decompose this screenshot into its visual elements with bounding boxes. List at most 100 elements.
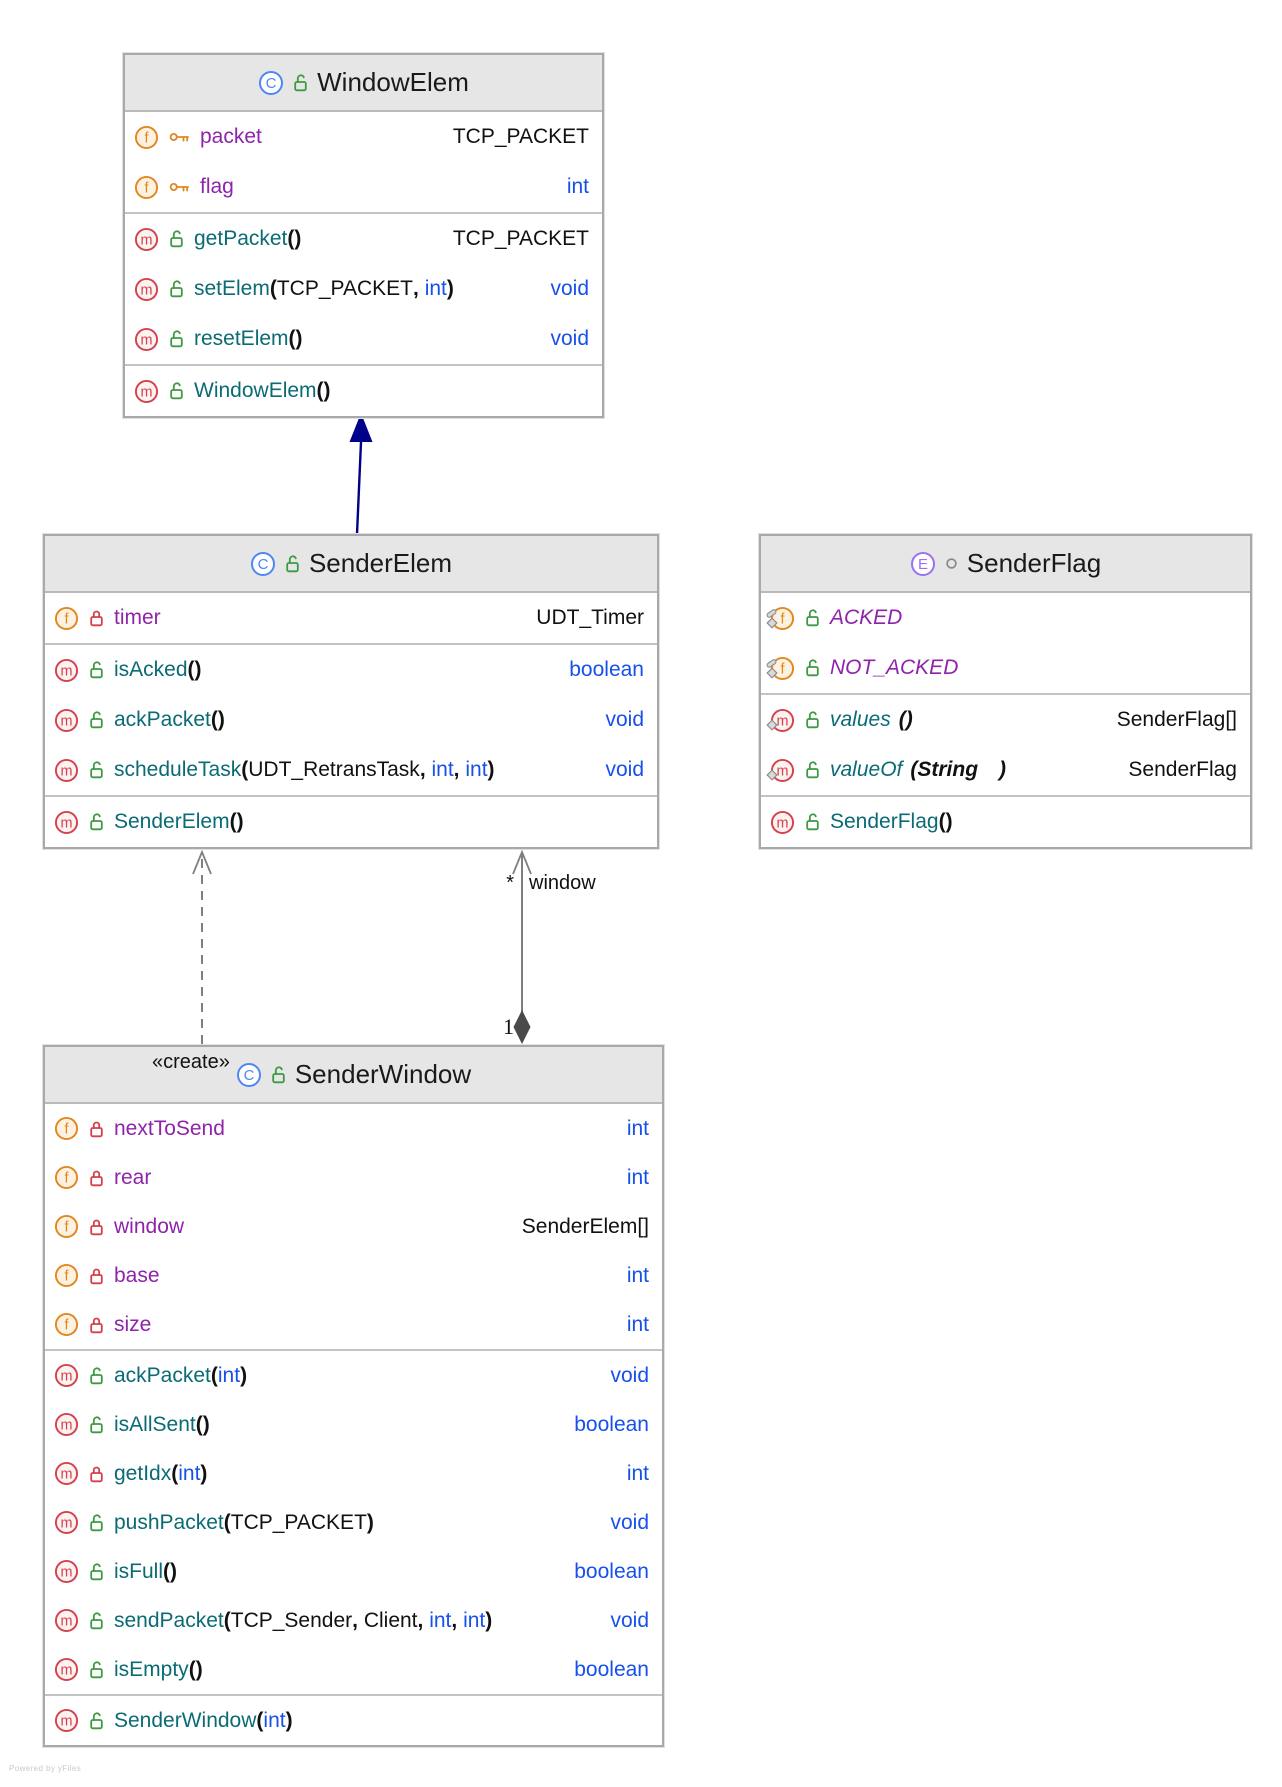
member-row-window[interactable]: f window SenderElem[] <box>45 1202 662 1251</box>
param-type: int <box>178 1461 201 1485</box>
constructors-section: m SenderWindow(int) <box>45 1694 662 1745</box>
member-return-type: void <box>605 758 644 781</box>
member-row-getidx[interactable]: m getIdx(int)int <box>45 1449 662 1498</box>
member-row-resetelem[interactable]: m resetElem()void <box>125 314 602 364</box>
public-open-lock-icon <box>89 760 104 780</box>
class-box-senderflag[interactable]: E SenderFlag f ACKED f NOT_ACKED m value… <box>759 534 1252 849</box>
member-row-isfull[interactable]: m isFull()boolean <box>45 1547 662 1596</box>
public-open-lock-icon <box>169 329 184 349</box>
private-closed-lock-icon <box>89 1217 104 1237</box>
member-row-scheduletask[interactable]: m scheduleTask(UDT_RetransTask, int, int… <box>45 745 657 795</box>
svg-text:f: f <box>780 661 785 677</box>
svg-text:f: f <box>64 1170 69 1186</box>
class-title: SenderWindow <box>294 1059 472 1089</box>
param-type: int <box>465 758 488 781</box>
member-row-not_acked[interactable]: f NOT_ACKED <box>761 643 1250 693</box>
member-return-type: void <box>605 708 644 731</box>
public-open-lock-icon <box>805 658 820 678</box>
member-row-senderelem[interactable]: m SenderElem() <box>45 797 657 847</box>
public-open-lock-icon <box>89 1711 104 1731</box>
member-return-type: SenderFlag <box>1128 758 1237 781</box>
member-row-isacked[interactable]: m isAcked()boolean <box>45 645 657 695</box>
member-return-type: void <box>550 277 589 300</box>
field-icon: f <box>54 1263 79 1288</box>
method-icon: m <box>54 810 79 835</box>
member-row-sendpacket[interactable]: m sendPacket(TCP_Sender, Client, int, in… <box>45 1596 662 1645</box>
create-dependency-edge-senderwindow-senderelem[interactable] <box>192 849 212 1044</box>
member-name: packet <box>200 125 262 148</box>
static-diamond-mark <box>766 763 778 787</box>
class-header-windowelem[interactable]: C WindowElem <box>125 55 602 112</box>
member-name: size <box>114 1312 152 1336</box>
member-name: isAllSent <box>114 1412 196 1436</box>
member-row-windowelem[interactable]: m WindowElem() <box>125 366 602 416</box>
member-row-isallsent[interactable]: m isAllSent()boolean <box>45 1400 662 1449</box>
member-name: ackPacket <box>114 708 211 731</box>
member-row-acked[interactable]: f ACKED <box>761 593 1250 643</box>
member-name: getPacket <box>194 227 288 250</box>
svg-text:f: f <box>64 1121 69 1137</box>
member-row-getpacket[interactable]: m getPacket()TCP_PACKET <box>125 214 602 264</box>
member-name: SenderWindow <box>114 1708 257 1732</box>
class-header-senderwindow[interactable]: C SenderWindow <box>45 1047 662 1104</box>
member-row-setelem[interactable]: m setElem(TCP_PACKET, int)void <box>125 264 602 314</box>
field-icon: f <box>54 1116 79 1141</box>
member-signature: isAcked() <box>114 658 202 681</box>
member-row-valueof[interactable]: m valueOf(String )SenderFlag <box>761 745 1250 795</box>
class-header-senderelem[interactable]: C SenderElem <box>45 536 657 593</box>
svg-text:f: f <box>780 611 785 627</box>
param-type: int <box>463 1608 486 1632</box>
member-return-type: SenderElem[] <box>521 1214 649 1238</box>
member-row-senderwindow[interactable]: m SenderWindow(int) <box>45 1696 662 1745</box>
member-row-ackpacket[interactable]: m ackPacket(int)void <box>45 1351 662 1400</box>
member-name: scheduleTask <box>114 758 242 781</box>
member-row-pushpacket[interactable]: m pushPacket(TCP_PACKET)void <box>45 1498 662 1547</box>
member-name: nextToSend <box>114 1116 225 1140</box>
member-name: values <box>830 708 891 731</box>
methods-section: m values()SenderFlag[] m valueOf(String … <box>761 693 1250 795</box>
method-icon: m <box>766 758 795 783</box>
private-closed-lock-icon <box>89 1266 104 1286</box>
member-row-senderflag[interactable]: m SenderFlag() <box>761 797 1250 847</box>
svg-text:m: m <box>140 384 152 400</box>
class-header-senderflag[interactable]: E SenderFlag <box>761 536 1250 593</box>
svg-text:f: f <box>144 130 149 146</box>
yfiles-watermark: Powered by yFiles <box>9 1764 82 1773</box>
field-icon: f <box>54 1214 79 1239</box>
edge-label-create: «create» <box>152 1051 230 1073</box>
svg-text:f: f <box>64 1317 69 1333</box>
param-type: TCP_PACKET <box>276 277 414 300</box>
member-signature: resetElem() <box>194 327 303 350</box>
member-signature: getIdx(int) <box>114 1461 208 1485</box>
member-signature: window <box>114 1215 184 1239</box>
member-return-type: boolean <box>574 1657 649 1681</box>
member-row-isempty[interactable]: m isEmpty()boolean <box>45 1645 662 1694</box>
final-pin-mark <box>765 651 778 675</box>
member-name: isAcked <box>114 658 188 681</box>
svg-text:m: m <box>140 282 152 298</box>
public-open-lock-icon <box>89 1366 104 1386</box>
param-type: TCP_PACKET <box>230 1510 367 1534</box>
member-row-ackpacket[interactable]: m ackPacket()void <box>45 695 657 745</box>
member-return-type: int <box>566 175 589 198</box>
constructors-section: m WindowElem() <box>125 364 602 416</box>
member-return-type: TCP_PACKET <box>452 227 589 250</box>
member-name: flag <box>200 175 234 198</box>
member-name: resetElem <box>194 327 289 350</box>
inheritance-edge-senderelem-windowelem[interactable] <box>349 413 373 535</box>
member-name: pushPacket <box>114 1510 224 1534</box>
member-signature: ACKED <box>830 606 902 630</box>
member-return-type: boolean <box>569 658 644 681</box>
member-row-values[interactable]: m values()SenderFlag[] <box>761 695 1250 745</box>
